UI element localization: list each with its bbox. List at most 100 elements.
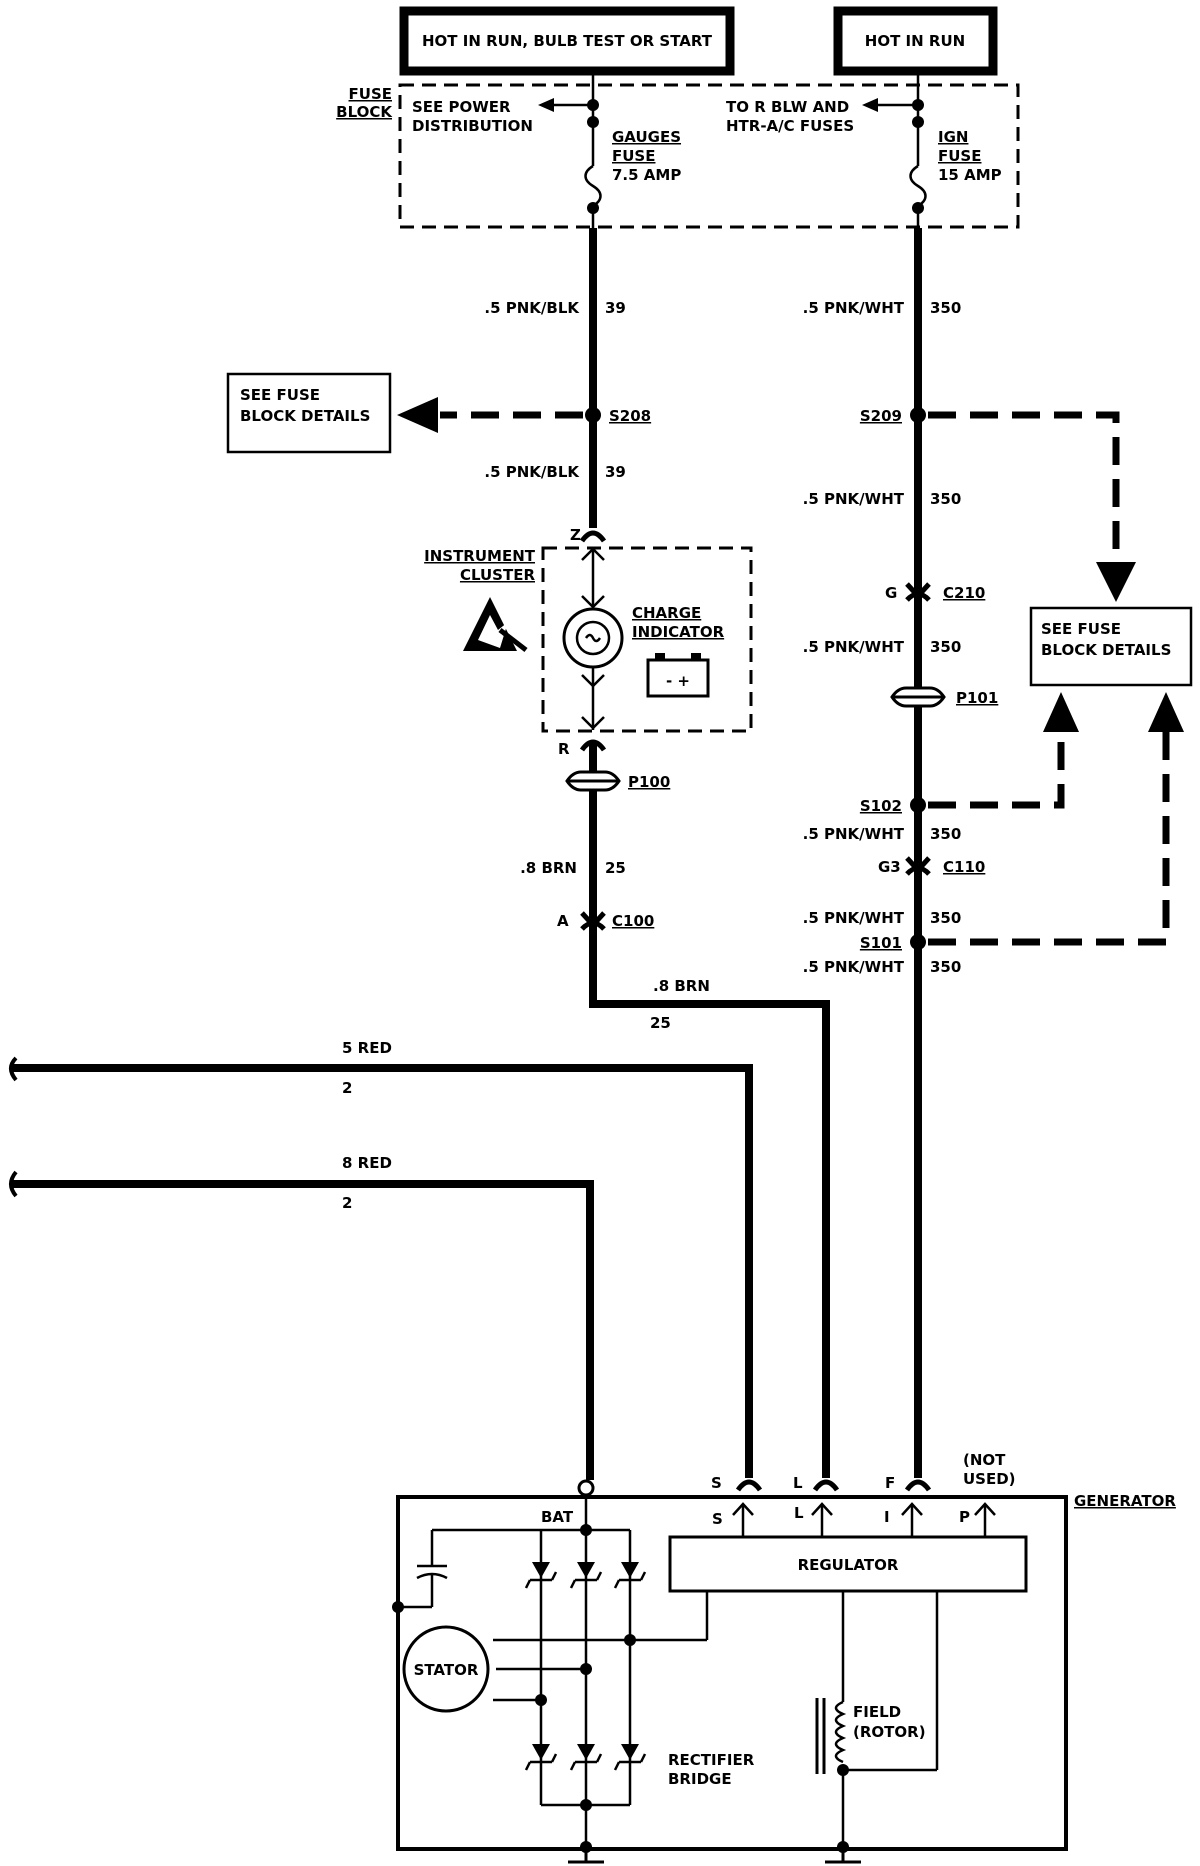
- instrument-label-1: INSTRUMENT: [424, 547, 536, 565]
- s101-arrow-icon: [1148, 692, 1184, 732]
- w39-name-1: .5 PNK/BLK: [484, 299, 580, 317]
- s102-dash-line: [928, 732, 1065, 809]
- see-fuse-right-1: SEE FUSE: [1041, 620, 1121, 638]
- see-power-arrow-icon: [538, 98, 554, 112]
- c100-label: C100: [612, 912, 654, 930]
- power-right-label: HOT IN RUN: [865, 32, 965, 50]
- w350-name-5: .5 PNK/WHT: [803, 909, 905, 927]
- generator-label: GENERATOR: [1074, 1492, 1176, 1510]
- wire-8-red: [10, 1180, 594, 1480]
- gauges-fuse-icon: [584, 164, 602, 208]
- passthru-p101: [890, 686, 946, 708]
- see-power-text-1: SEE POWER: [412, 98, 511, 116]
- charge-label-1: CHARGE: [632, 604, 701, 622]
- wire-brn-to-l: [589, 929, 830, 1478]
- field-label-1: FIELD: [853, 1703, 901, 1721]
- w350-name-3: .5 PNK/WHT: [803, 638, 905, 656]
- s209-arrow-icon: [1096, 562, 1136, 602]
- generator-outline: [396, 1495, 1068, 1851]
- connector-s: [738, 1482, 760, 1490]
- ign-fuse-icon: [909, 164, 927, 208]
- charge-label-2: INDICATOR: [632, 623, 725, 641]
- s102-label: S102: [860, 797, 902, 815]
- to-r-blw-text-2: HTR-A/C FUSES: [726, 117, 854, 135]
- s101-dash-line: [928, 732, 1170, 946]
- pin-p-inner: P: [959, 1508, 970, 1526]
- see-fuse-box-right: [1029, 606, 1193, 687]
- pin-f-outer: F: [885, 1474, 895, 1492]
- bat-label: BAT: [541, 1508, 574, 1526]
- w25-num-1: 25: [605, 859, 626, 877]
- ign-fuse-label-3: 15 AMP: [938, 166, 1002, 184]
- s101-label: S101: [860, 934, 902, 952]
- field-label-2: (ROTOR): [853, 1723, 926, 1741]
- splice-s208: [585, 407, 601, 423]
- w350-name-6: .5 PNK/WHT: [803, 958, 905, 976]
- ign-fuse-label-2: FUSE: [938, 147, 981, 165]
- wire-5-red: [10, 1064, 753, 1478]
- field-rotor-icon: [815, 1589, 939, 1843]
- gauges-fuse-label-1: GAUGES: [612, 128, 681, 146]
- to-r-blw-text-1: TO R BLW AND: [726, 98, 849, 116]
- pin-s-outer: S: [711, 1474, 722, 1492]
- not-used-2: USED): [963, 1470, 1016, 1488]
- w350-name-2: .5 PNK/WHT: [803, 490, 905, 508]
- pin-a-label: A: [557, 912, 569, 930]
- w25-name-1: .8 BRN: [520, 859, 577, 877]
- w350-name-1: .5 PNK/WHT: [803, 299, 905, 317]
- p100-label: P100: [628, 773, 670, 791]
- stator-icon: [402, 1625, 490, 1713]
- gauges-fuse-label-2: FUSE: [612, 147, 655, 165]
- rectifier-label-1: RECTIFIER: [668, 1751, 755, 1769]
- power-box-left: HOT IN RUN, BULB TEST OR START: [399, 6, 735, 76]
- pin-l-inner: L: [794, 1504, 804, 1522]
- to-r-blw-arrow-icon: [862, 98, 878, 112]
- w350-num-6: 350: [930, 958, 961, 976]
- see-fuse-left-2: BLOCK DETAILS: [240, 407, 370, 425]
- w25-num-2: 25: [650, 1014, 671, 1032]
- regulator-label: REGULATOR: [798, 1556, 899, 1574]
- see-fuse-left-1: SEE FUSE: [240, 386, 320, 404]
- pin-z-label: Z: [570, 526, 581, 544]
- rectifier-bridge: [392, 1524, 709, 1811]
- pin-l-outer: L: [793, 1474, 803, 1492]
- splice-s209: [910, 407, 926, 423]
- see-fuse-box-left: [226, 372, 392, 454]
- splice-s101: [910, 934, 926, 950]
- not-used-1: (NOT: [963, 1451, 1006, 1469]
- c210-label: C210: [943, 584, 985, 602]
- w350-num-5: 350: [930, 909, 961, 927]
- see-fuse-right-2: BLOCK DETAILS: [1041, 641, 1171, 659]
- instrument-label-2: CLUSTER: [460, 566, 535, 584]
- c110-label: C110: [943, 858, 985, 876]
- w39-name-2: .5 PNK/BLK: [484, 463, 580, 481]
- charge-indicator-bulb-icon: [562, 607, 624, 669]
- esd-warning-icon: [463, 597, 528, 652]
- s209-label: S209: [860, 407, 902, 425]
- w39-num-1: 39: [605, 299, 626, 317]
- pin-r-label: R: [558, 740, 570, 758]
- gauges-fuse-label-3: 7.5 AMP: [612, 166, 681, 184]
- w350-name-4: .5 PNK/WHT: [803, 825, 905, 843]
- fuse-block-label-1: FUSE: [349, 85, 392, 103]
- bat-terminal: [577, 1479, 595, 1497]
- s102-arrow-icon: [1043, 692, 1079, 732]
- s209-dash-line: [928, 411, 1120, 560]
- splice-s102: [910, 797, 926, 813]
- connector-l: [815, 1482, 837, 1490]
- w350-num-2: 350: [930, 490, 961, 508]
- see-power-text-2: DISTRIBUTION: [412, 117, 533, 135]
- red2-name: 8 RED: [342, 1154, 392, 1172]
- p101-label: P101: [956, 689, 998, 707]
- w25-name-2: .8 BRN: [653, 977, 710, 995]
- s208-label: S208: [609, 407, 651, 425]
- power-left-label: HOT IN RUN, BULB TEST OR START: [422, 32, 713, 50]
- passthru-p100: [565, 770, 621, 792]
- ign-fuse-label-1: IGN: [938, 128, 968, 146]
- connector-f: [907, 1482, 929, 1490]
- pin-g-label: G: [885, 584, 897, 602]
- red2-num: 2: [342, 1194, 352, 1212]
- regulator-box: [668, 1535, 1028, 1593]
- s208-arrow-icon: [397, 397, 438, 433]
